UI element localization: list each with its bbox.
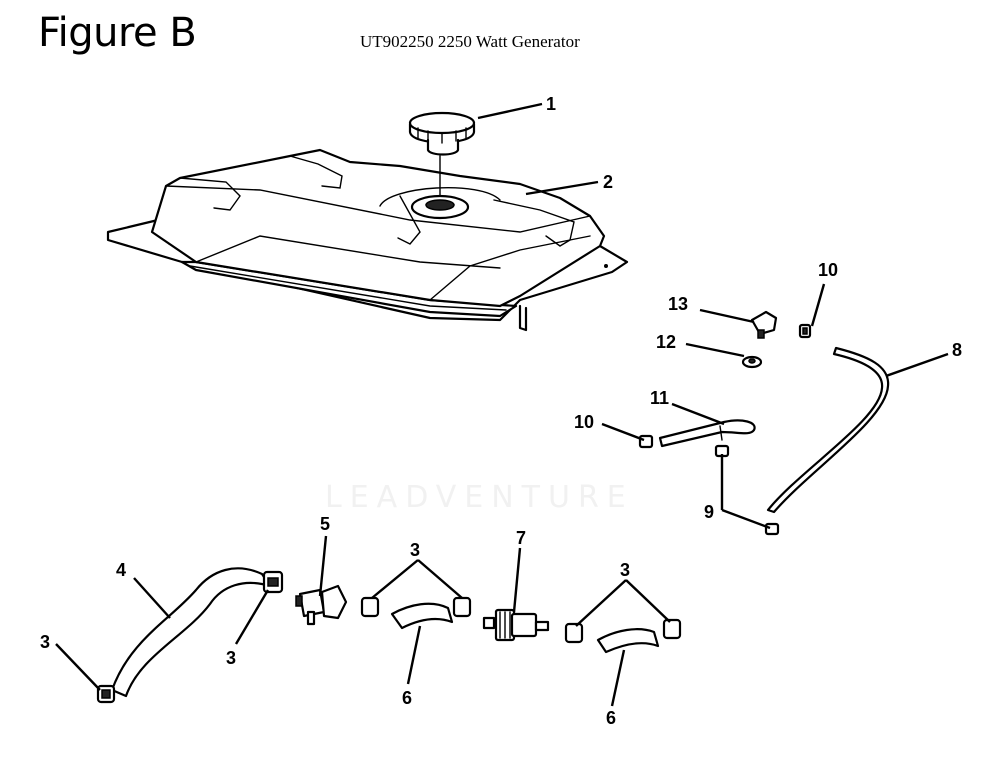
fuel-hose-short (658, 419, 756, 448)
callout-6-right: 6 (606, 708, 616, 728)
callout-10-upper: 10 (818, 260, 838, 280)
callout-3-right: 3 (620, 560, 630, 580)
callout-2: 2 (603, 172, 613, 192)
callout-8: 8 (952, 340, 962, 360)
callout-6-left: 6 (402, 688, 412, 708)
callout-11: 11 (650, 388, 669, 408)
fuel-filter (482, 608, 550, 642)
callout-3-left: 3 (40, 632, 50, 652)
callout-12: 12 (656, 332, 676, 352)
callout-3-middle: 3 (410, 540, 420, 560)
hose-clamp-part9 (714, 444, 780, 536)
hose-section-right (564, 618, 682, 654)
hose-section-left (360, 596, 472, 630)
hose-clamp-upper-left (262, 570, 284, 594)
callout-5: 5 (320, 514, 330, 534)
fuel-tank (106, 148, 629, 332)
callout-9: 9 (704, 502, 714, 522)
callout-10-lower: 10 (574, 412, 594, 432)
leader-lines (55, 102, 949, 707)
hose-clamp-left (96, 684, 116, 704)
fuel-cock (295, 584, 348, 626)
fuel-line-hose (110, 567, 272, 698)
callout-13: 13 (668, 294, 688, 314)
model-title: UT902250 2250 Watt Generator (360, 32, 580, 51)
callout-7: 7 (516, 528, 526, 548)
callout-4: 4 (116, 560, 126, 580)
fuel-cap (408, 111, 476, 197)
fuel-hose-long (766, 346, 890, 514)
watermark: LEADVENTURE (325, 480, 634, 515)
callouts: 1 2 10 13 12 8 11 10 9 5 7 3 3 4 3 3 6 6 (40, 94, 962, 728)
figure-title: Figure B (38, 10, 197, 56)
clamp-upper (798, 323, 812, 339)
fuel-valve-part13 (750, 310, 778, 339)
callout-3-upper-left: 3 (226, 648, 236, 668)
washer (741, 355, 763, 369)
clamp-lower (638, 434, 654, 449)
callout-1: 1 (546, 94, 556, 114)
